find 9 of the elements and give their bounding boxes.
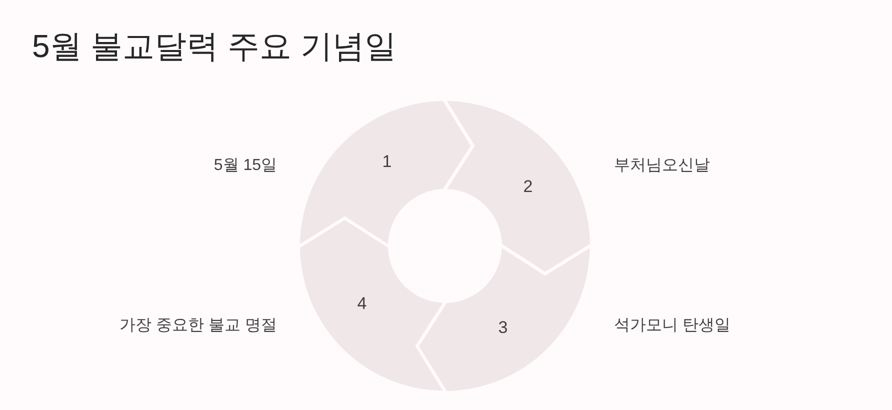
segment-caption: 부처님오신날 [614,156,710,176]
segment-caption: 5월 15일 [214,156,277,176]
segment-caption: 석가모니 탄생일 [614,316,730,336]
step-number: 3 [498,318,508,338]
step-number: 2 [523,177,533,197]
step-number: 1 [382,152,392,172]
step-number: 4 [357,294,367,314]
segment-caption: 가장 중요한 불교 명절 [120,316,277,336]
diagram-title: 5월 불교달력 주요 기념일 [32,27,396,66]
